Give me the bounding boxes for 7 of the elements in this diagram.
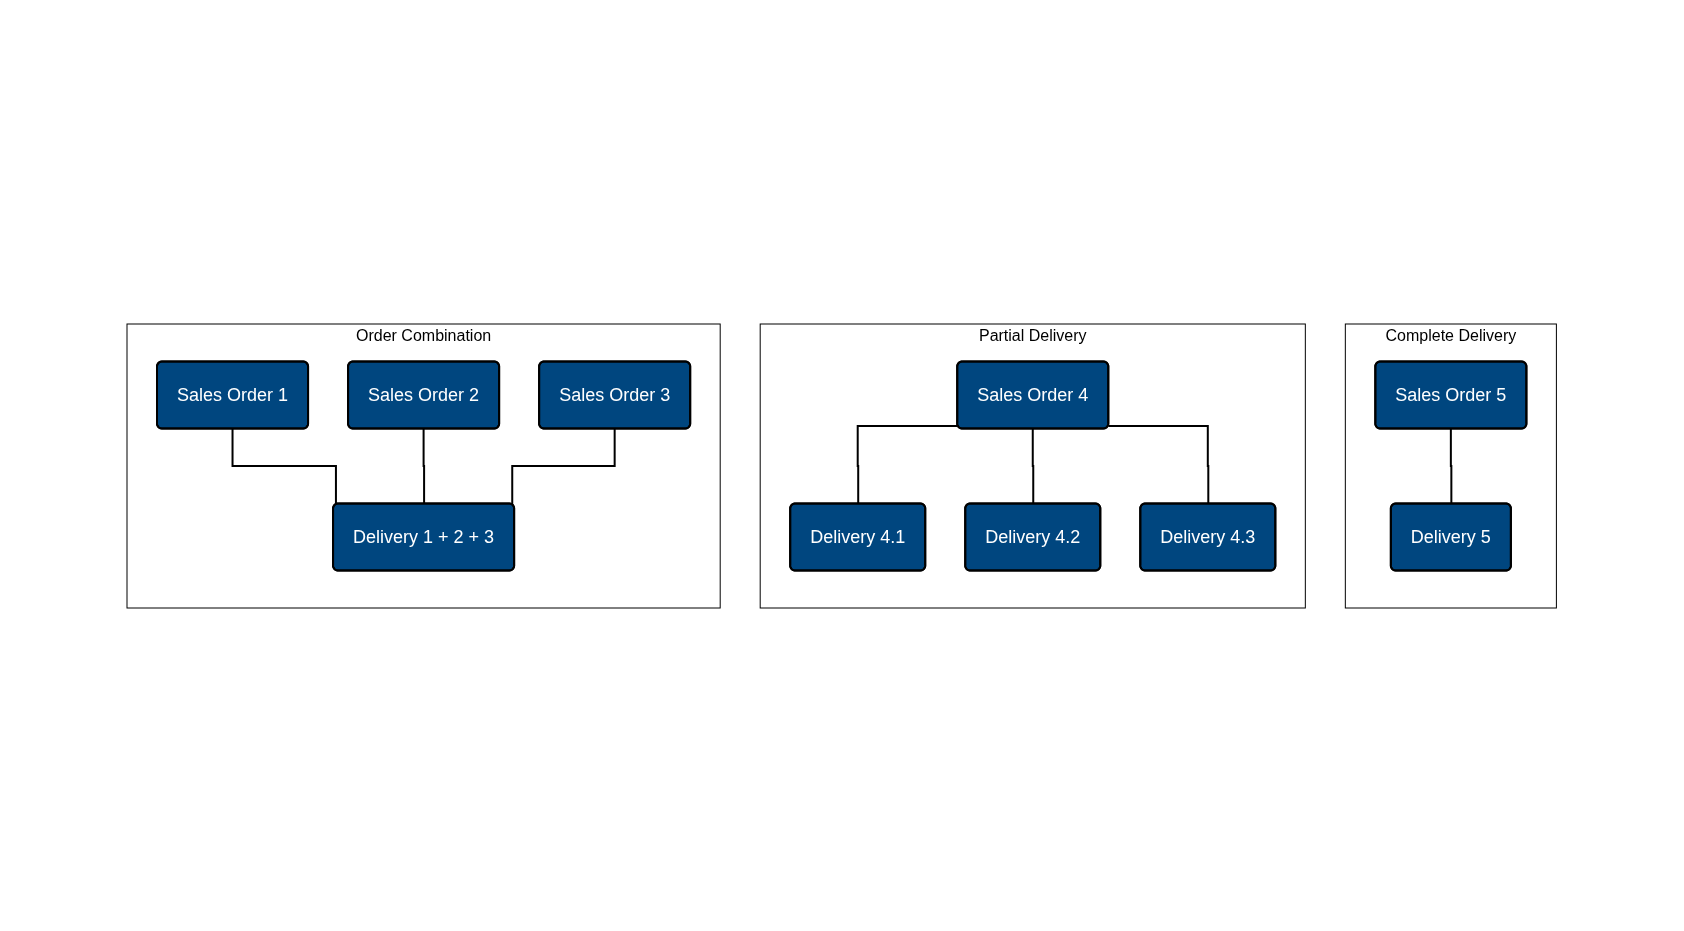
connector [422,427,426,505]
connector [1450,427,1453,505]
connector [511,427,617,506]
connector [1107,424,1210,505]
connector [1032,427,1035,505]
connector [857,424,960,505]
connector [231,427,338,506]
